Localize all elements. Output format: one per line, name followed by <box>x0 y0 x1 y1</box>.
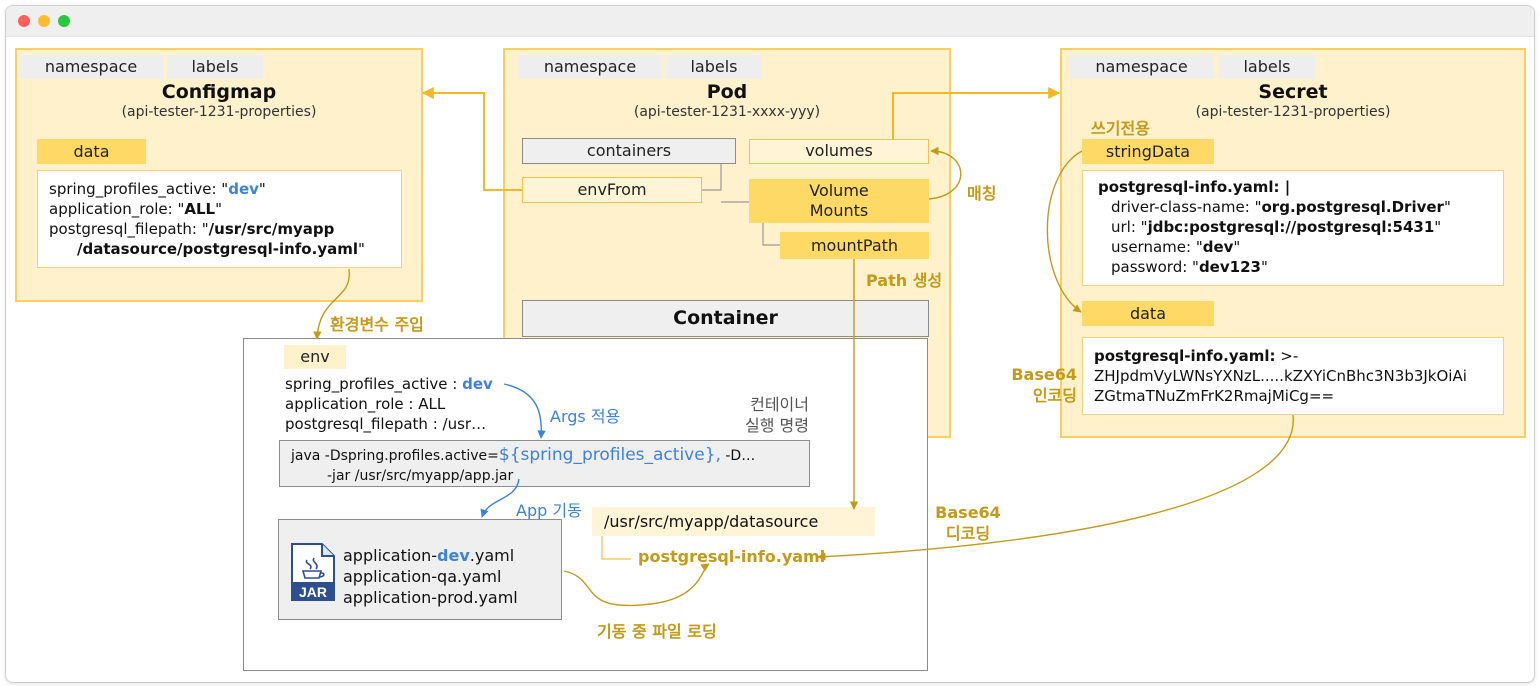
secret-data-box <box>1082 337 1504 415</box>
configmap-line-4: /datasource/postgresql-info.yaml" <box>77 240 365 258</box>
datasource-path-box <box>592 507 875 536</box>
container-title-box: Container <box>522 300 929 337</box>
pod-title: Pod <box>706 81 748 103</box>
volumes-to-secret-arrow <box>892 87 1061 139</box>
secret-title: Secret <box>1258 81 1328 103</box>
container-env-line-2: application_role : ALL <box>285 395 446 413</box>
datasource-file-connector <box>601 536 631 560</box>
container-command-line-1: java -Dspring.profiles.active=${spring_p… <box>291 445 756 465</box>
app-file-dev: application-dev.yaml <box>343 546 515 565</box>
secret-stringdata-line-2: url: "jdbc:postgresql://postgresql:5431" <box>1111 218 1442 236</box>
pod-containers-box: containers <box>522 138 736 164</box>
app-window: namespace labels Configmap (api-tester-1… <box>5 5 1535 683</box>
matching-arrow <box>928 146 962 200</box>
configmap-line-2: application_role: "ALL" <box>49 200 223 218</box>
app-file-prod: application-prod.yaml <box>343 588 518 607</box>
secret-data-head: postgresql-info.yaml: >- <box>1094 347 1299 365</box>
secret-data-line-1: ZHJpdmVyLWNsYXNzL.....kZXYiCnBhc3N3b3JkO… <box>1094 367 1467 385</box>
matching-label: 매칭 <box>967 184 997 203</box>
file-loading-arrow <box>563 563 710 607</box>
minimize-icon[interactable] <box>38 15 50 27</box>
close-icon[interactable] <box>18 15 30 27</box>
jar-file-icon: JAR <box>290 542 336 602</box>
secret-stringdata-line-1: driver-class-name: "org.postgresql.Drive… <box>1111 198 1451 216</box>
containers-envfrom-connector <box>702 164 749 203</box>
diagram-canvas: namespace labels Configmap (api-tester-1… <box>6 6 1534 682</box>
secret-data-line-2: ZGtmaTNuZmFrK2RmajMiCg== <box>1094 387 1335 405</box>
pod-labels-tag: labels <box>666 55 762 79</box>
write-only-label: 쓰기전용 <box>1091 119 1150 138</box>
configmap-labels-tag: labels <box>167 55 263 79</box>
args-apply-label: Args 적용 <box>550 407 621 426</box>
secret-stringdata-label: stringData <box>1082 139 1214 164</box>
configmap-line-3: postgresql_filepath: "/usr/src/myapp <box>49 220 335 238</box>
container-command-box <box>279 440 810 487</box>
pod-envfrom-box: envFrom <box>522 177 702 203</box>
pod-mountpath-box: mountPath <box>780 232 929 259</box>
base64-decode-arrow <box>817 414 1294 561</box>
connector-layer <box>313 87 1294 607</box>
maximize-icon[interactable] <box>58 15 70 27</box>
secret-subtitle: (api-tester-1231-properties) <box>1195 104 1391 120</box>
datasource-path: /usr/src/myapp/datasource <box>604 512 819 531</box>
secret-stringdata-box <box>1082 170 1504 286</box>
container-env-line-1: spring_profiles_active : dev <box>285 375 493 393</box>
configmap-subtitle: (api-tester-1231-properties) <box>121 104 317 120</box>
datasource-file: postgresql-info.yaml <box>638 547 826 566</box>
configmap-namespace-tag: namespace <box>19 55 163 79</box>
args-apply-arrow <box>503 383 546 439</box>
pod-volumes-box: volumes <box>749 139 929 164</box>
window-titlebar <box>6 6 1534 37</box>
configmap-line-1: spring_profiles_active: "dev" <box>49 180 266 198</box>
app-start-label: App 기동 <box>516 501 582 520</box>
secret-data-label: data <box>1082 301 1214 326</box>
write-only-arrow <box>1046 150 1083 313</box>
container-env-label: env <box>284 345 346 369</box>
container-command-line-2: -jar /usr/src/myapp/app.jar <box>327 468 514 484</box>
container-env-line-3: postgresql_filepath : /usr… <box>285 415 487 433</box>
configmap-data-label: data <box>37 139 146 164</box>
configmap-data-box <box>37 170 402 268</box>
app-file-qa: application-qa.yaml <box>343 567 502 586</box>
secret-labels-tag: labels <box>1219 55 1315 79</box>
envfrom-to-configmap-arrow <box>421 87 522 191</box>
mounts-mountpath-connector <box>762 223 780 246</box>
path-create-label: Path 생성 <box>866 271 943 290</box>
env-inject-arrow <box>313 268 350 340</box>
secret-stringdata-line-3: username: "dev" <box>1111 238 1241 256</box>
pod-namespace-tag: namespace <box>518 55 662 79</box>
pod-subtitle: (api-tester-1231-xxxx-yyy) <box>633 104 821 120</box>
secret-stringdata-line-4: password: "dev123" <box>1111 258 1268 276</box>
app-start-arrow <box>480 478 520 518</box>
jar-icon-label: JAR <box>299 584 327 600</box>
configmap-title: Configmap <box>161 81 277 103</box>
env-inject-label: 환경변수 주입 <box>330 315 424 334</box>
file-loading-label: 기동 중 파일 로딩 <box>597 622 717 641</box>
secret-namespace-tag: namespace <box>1069 55 1214 79</box>
secret-stringdata-head: postgresql-info.yaml: | <box>1098 178 1291 196</box>
